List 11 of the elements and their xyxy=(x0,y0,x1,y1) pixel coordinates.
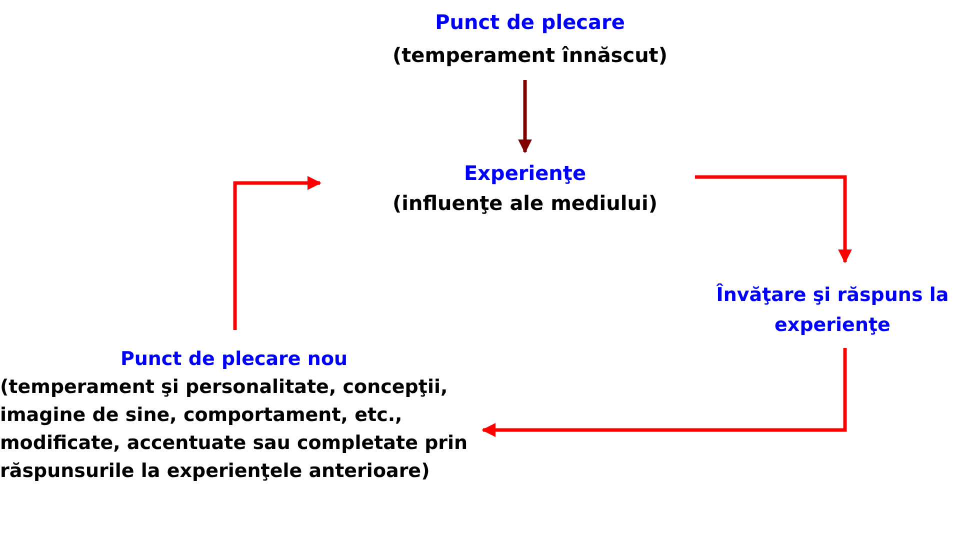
node-heading: Învăţare şi răspuns la experienţe xyxy=(715,282,950,338)
node-heading: Punct de plecare xyxy=(434,9,626,36)
arrow xyxy=(695,175,852,264)
node-heading: Experienţe xyxy=(462,160,588,187)
arrow xyxy=(518,80,532,154)
node-heading: Punct de plecare nou xyxy=(119,347,349,372)
node-description: (temperament înnăscut) xyxy=(391,42,669,69)
node-description: (temperament şi personalitate, concepţii, imagine de sine, comportament, etc., modificate, accentuate sau completate prin răspunsurile la experienţele anterioare) xyxy=(0,375,468,484)
arrow xyxy=(482,348,847,437)
node-description: (influenţe ale mediului) xyxy=(392,190,658,217)
arrow xyxy=(233,176,322,330)
